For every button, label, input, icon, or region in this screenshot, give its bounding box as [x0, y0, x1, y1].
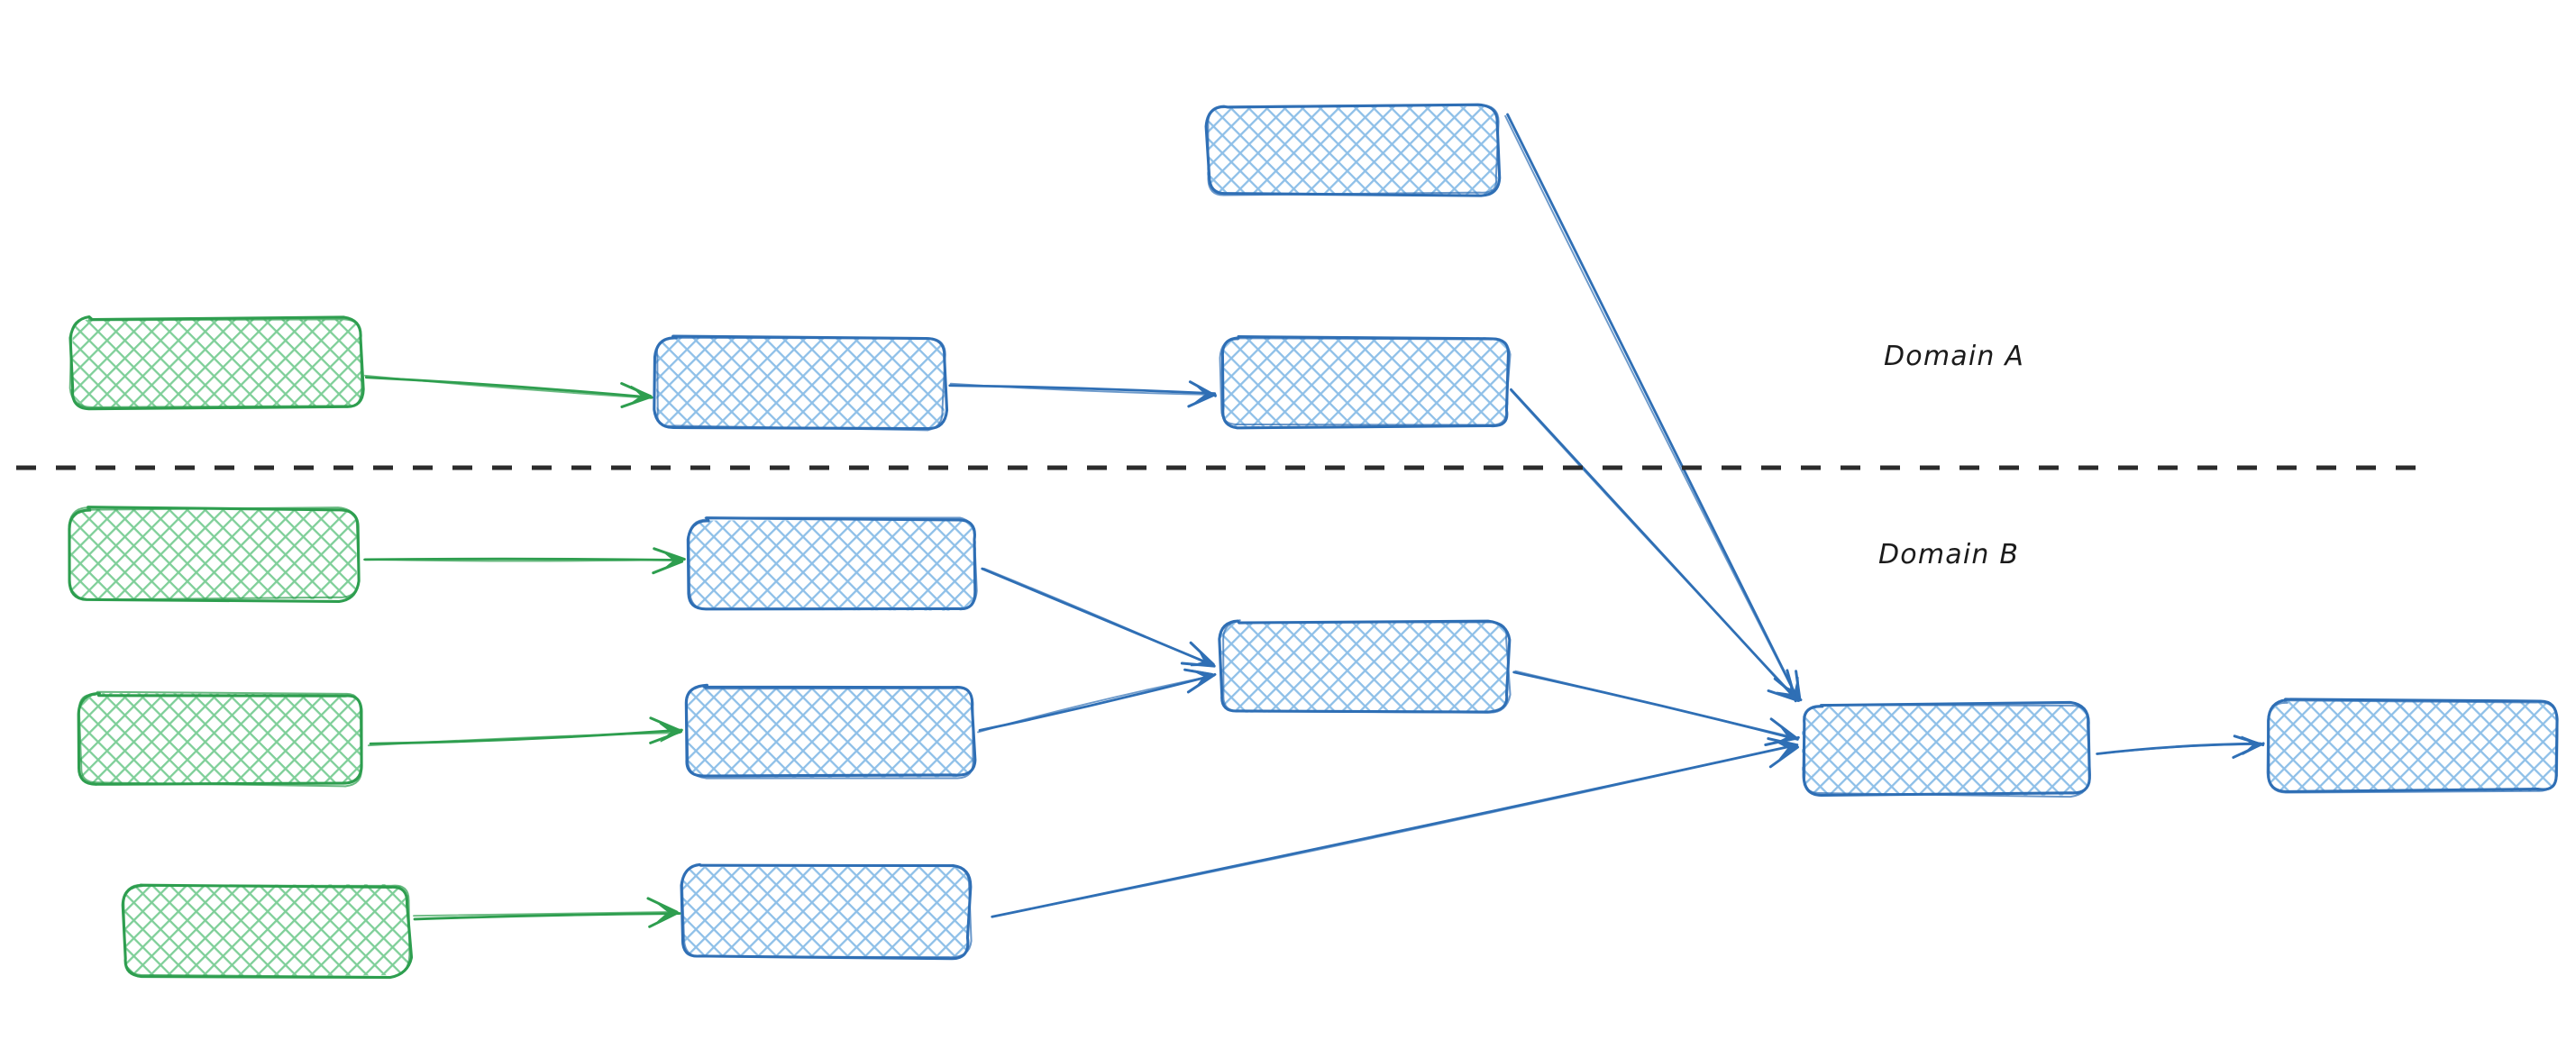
edge-arrow [1504, 113, 1803, 702]
arrowhead [662, 551, 684, 570]
node-outline [681, 863, 973, 959]
edge-layer [362, 113, 2265, 928]
arrowhead [1775, 741, 1798, 761]
arrowhead [1190, 648, 1214, 667]
node-fill [686, 686, 974, 778]
edge-arrow [948, 380, 1217, 408]
edge-arrow [1512, 670, 1800, 747]
edge-shaft [367, 732, 681, 747]
node-outline [78, 690, 362, 788]
node-fill [72, 319, 362, 407]
edge-arrow [364, 374, 653, 408]
node-box[interactable] [1218, 619, 1512, 714]
node-box[interactable] [1802, 700, 2092, 798]
edge-arrow [1510, 388, 1801, 703]
arrowhead-barb [649, 716, 682, 733]
arrowhead [1191, 670, 1214, 689]
node-fill [1802, 704, 2090, 796]
node-fill [2267, 700, 2557, 791]
node-fill [69, 508, 357, 599]
edge-shaft [982, 567, 1216, 668]
node-box[interactable] [2266, 698, 2559, 794]
node-outline [688, 516, 978, 610]
node-box[interactable] [1219, 335, 1512, 430]
node-box[interactable] [69, 315, 365, 411]
node-fill [1220, 621, 1509, 713]
node-box[interactable] [121, 883, 414, 980]
node-outline [69, 316, 363, 408]
node-fill [78, 693, 363, 785]
node-box[interactable] [684, 683, 977, 780]
node-fill [689, 519, 977, 611]
arrowhead [656, 902, 679, 923]
arrowhead-barb [1767, 737, 1797, 746]
node-outline [685, 685, 974, 780]
edge-shaft [413, 912, 681, 921]
node-fill [1207, 105, 1498, 196]
edge-shaft [1514, 670, 1798, 739]
edge-arrow [991, 737, 1800, 918]
edge-arrow [2096, 734, 2265, 759]
node-box[interactable] [653, 334, 949, 432]
edge-arrow [362, 547, 686, 575]
node-fill [123, 884, 409, 976]
node-outline [2266, 699, 2559, 794]
edge-arrow [367, 716, 683, 747]
arrowhead [1776, 680, 1798, 702]
node-box[interactable] [68, 506, 361, 603]
node-outline [1222, 619, 1512, 714]
edge-shaft [991, 743, 1796, 918]
edge-shaft [991, 743, 1799, 918]
edge-shaft [2096, 743, 2263, 755]
node-outline [68, 506, 361, 601]
node-box[interactable] [686, 516, 978, 611]
edge-shaft [364, 374, 653, 399]
arrowhead [659, 723, 681, 743]
edge-shaft [413, 910, 679, 917]
domain-a-label: Domain A [1884, 341, 2025, 372]
edge-shaft [977, 674, 1215, 734]
edge-shaft [1506, 113, 1799, 700]
node-box[interactable] [680, 862, 973, 961]
edge-shaft [1504, 114, 1799, 701]
arrowhead-barb [648, 911, 680, 928]
edge-arrow [981, 567, 1216, 668]
node-box[interactable] [77, 690, 363, 788]
node-box[interactable] [1204, 103, 1502, 197]
edge-shaft [362, 558, 683, 562]
node-outline [655, 336, 946, 432]
edge-shaft [1512, 670, 1799, 741]
arrowhead [629, 385, 652, 406]
domain-b-label: Domain B [1878, 539, 2020, 570]
node-fill [655, 337, 945, 428]
edge-arrow [977, 668, 1217, 734]
edge-shaft [949, 382, 1216, 396]
node-outline [1803, 704, 2092, 798]
node-outline [123, 883, 411, 979]
node-fill [682, 866, 971, 958]
node-layer [68, 103, 2559, 980]
node-fill [1221, 337, 1509, 427]
arrowhead [2241, 735, 2263, 755]
arrowhead-barb [1768, 745, 1800, 769]
arrowhead [1193, 384, 1216, 404]
node-outline [1219, 337, 1512, 426]
edge-arrow [413, 897, 681, 928]
edge-shaft [1510, 389, 1801, 702]
node-outline [1207, 104, 1500, 196]
